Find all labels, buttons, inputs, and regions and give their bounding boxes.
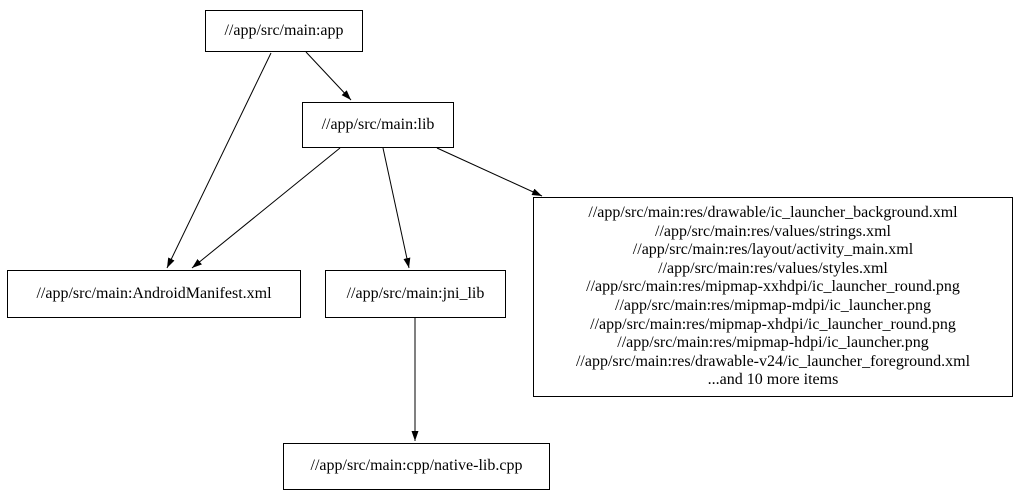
node-app: //app/src/main:app <box>205 10 363 52</box>
res-group-line: //app/src/main:res/mipmap-hdpi/ic_launch… <box>617 334 929 352</box>
edge-app-to-androidmanifest <box>166 52 272 269</box>
res-group-line: //app/src/main:res/mipmap-xhdpi/ic_launc… <box>590 315 956 333</box>
node-lib-label: //app/src/main:lib <box>321 115 435 133</box>
edge-lib-to-androidmanifest <box>191 147 341 269</box>
res-group-line: //app/src/main:res/layout/activity_main.… <box>632 241 914 259</box>
node-native-lib-cpp: //app/src/main:cpp/native-lib.cpp <box>283 443 550 490</box>
res-group-line: //app/src/main:res/drawable/ic_launcher_… <box>588 204 958 222</box>
node-native-lib-cpp-label: //app/src/main:cpp/native-lib.cpp <box>310 457 523 475</box>
res-group-line: //app/src/main:res/mipmap-xxhdpi/ic_laun… <box>586 278 960 296</box>
node-android-manifest-label: //app/src/main:AndroidManifest.xml <box>36 284 272 302</box>
node-jni-lib: //app/src/main:jni_lib <box>325 270 506 318</box>
node-android-manifest: //app/src/main:AndroidManifest.xml <box>7 270 301 318</box>
res-group-line: //app/src/main:res/drawable-v24/ic_launc… <box>575 352 971 370</box>
res-group-line: //app/src/main:res/values/styles.xml <box>658 259 888 277</box>
res-group-line: //app/src/main:res/values/strings.xml <box>655 222 891 240</box>
res-group-more-items: ...and 10 more items <box>707 371 839 389</box>
res-group-line: //app/src/main:res/mipmap-mdpi/ic_launch… <box>615 297 931 314</box>
node-res-group: //app/src/main:res/drawable/ic_launcher_… <box>533 197 1013 397</box>
node-jni-lib-label: //app/src/main:jni_lib <box>346 284 485 302</box>
node-app-label: //app/src/main:app <box>224 21 344 39</box>
edge-lib-to-jnilib <box>382 147 411 269</box>
edge-lib-to-resgroup <box>436 147 543 197</box>
edge-app-to-lib <box>305 51 352 101</box>
node-lib: //app/src/main:lib <box>302 102 454 148</box>
